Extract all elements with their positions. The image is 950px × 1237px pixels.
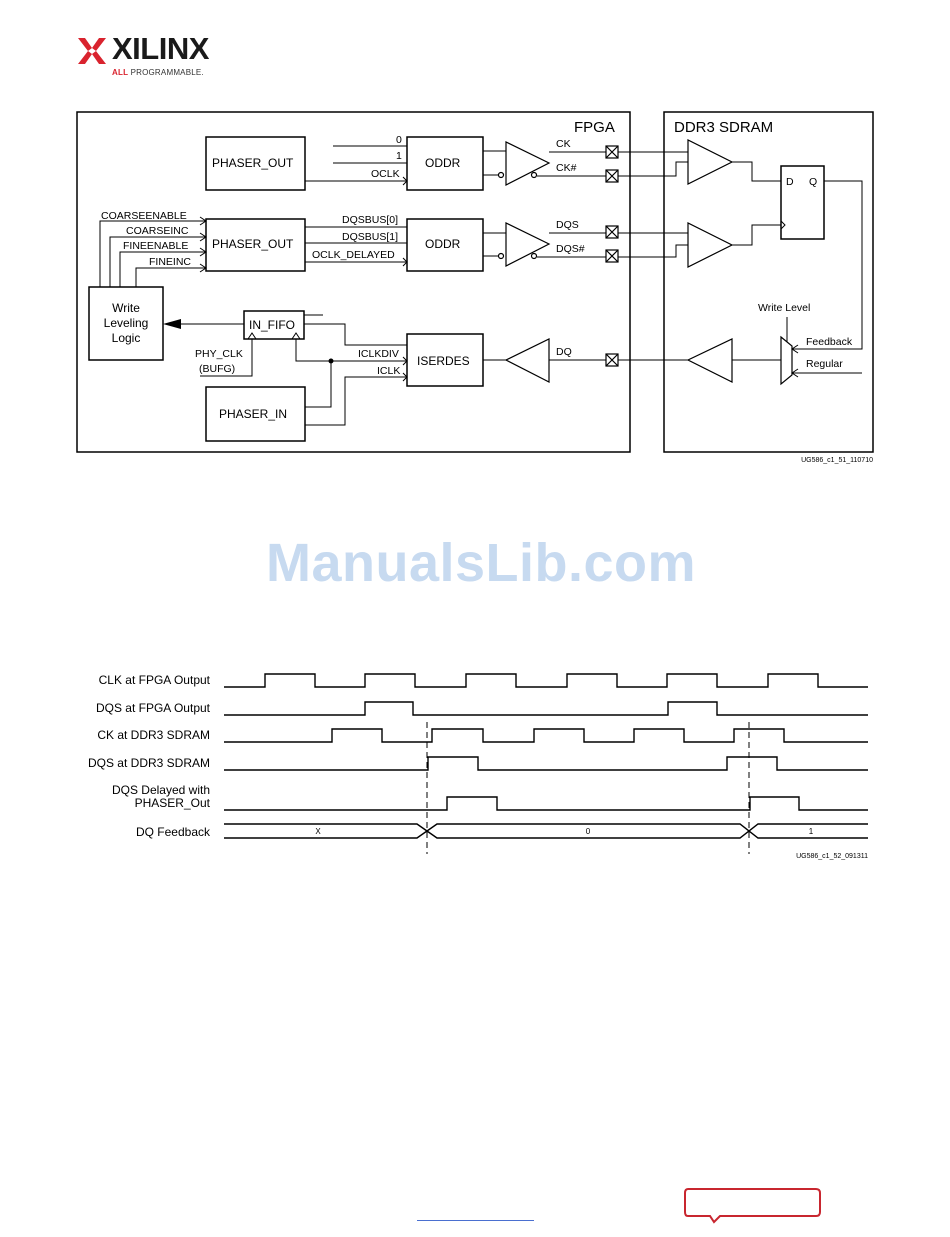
phaser-out-block-2 — [205, 218, 306, 272]
regular-label: Regular — [806, 358, 843, 370]
phaser-in-block — [205, 386, 306, 442]
dq-label: DQ — [556, 346, 572, 358]
brand-tagline: ALL PROGRAMMABLE. — [112, 68, 204, 77]
row-label-dqs-fpga: DQS at FPGA Output — [96, 701, 211, 715]
sig-0-label: 0 — [396, 134, 402, 146]
dq-flipflop-block — [780, 165, 825, 240]
fpga-title: FPGA — [574, 119, 615, 136]
ff-d-label: D — [786, 176, 794, 188]
write-leveling-line-2: Leveling — [104, 316, 149, 330]
coarseinc-label: COARSEINC — [126, 225, 189, 237]
feedback-badge-icon[interactable] — [684, 1188, 824, 1224]
row-label-dqs-delayed-1: DQS Delayed with — [112, 783, 210, 797]
ddr3-box — [663, 111, 874, 453]
ck-label: CK — [556, 138, 571, 150]
sig-1-label: 1 — [396, 150, 402, 162]
write-leveling-block — [88, 286, 164, 361]
dqsbus1-label: DQSBUS[1] — [342, 231, 398, 243]
figure-id-1: UG586_c1_51_110710 — [801, 457, 873, 464]
bufg-label: (BUFG) — [199, 363, 235, 375]
fineinc-label: FINEINC — [149, 256, 191, 268]
bus-dq-feedback — [224, 823, 868, 839]
dqs-n-label: DQS# — [556, 243, 585, 255]
figure-id-2: UG586_c1_52_091311 — [796, 853, 868, 860]
dq-input-buffer — [504, 338, 550, 383]
phaser-out-label-1: PHASER_OUT — [212, 156, 294, 170]
ck-n-label: CK# — [556, 162, 577, 174]
ddr3-dq-driver — [686, 338, 733, 383]
ff-q-label: Q — [809, 176, 817, 188]
waveform-dqs-delayed — [224, 796, 868, 811]
oclk-label: OCLK — [371, 168, 400, 180]
ddr3-dqs-receiver — [687, 222, 734, 268]
dqs-diff-buffer — [505, 222, 551, 267]
in-fifo-label: IN_FIFO — [249, 318, 295, 332]
timing-diagram: CLK at FPGA Output DQS at FPGA Output CK… — [88, 673, 868, 860]
write-leveling-line-1: Write — [112, 301, 140, 315]
dqs-label: DQS — [556, 219, 579, 231]
ck-diff-buffer — [505, 141, 551, 186]
watermark: ManualsLib.com — [265, 533, 697, 593]
iclkdiv-label: ICLKDIV — [358, 348, 399, 360]
waveform-dqs-ddr3 — [224, 756, 868, 771]
row-label-ck-ddr3: CK at DDR3 SDRAM — [97, 728, 210, 742]
row-label-dqs-ddr3: DQS at DDR3 SDRAM — [88, 756, 210, 770]
phy-clk-label: PHY_CLK — [195, 348, 243, 360]
dqsbus0-label: DQSBUS[0] — [342, 214, 398, 226]
bus-value-x: X — [315, 827, 321, 836]
brand-name: XILINX — [112, 31, 209, 66]
waveform-dqs-fpga — [224, 701, 868, 716]
oclk-delayed-label: OCLK_DELAYED — [312, 249, 395, 261]
iserdes-label: ISERDES — [417, 354, 470, 368]
fineenable-label: FINEENABLE — [123, 240, 188, 252]
iclk-label: ICLK — [377, 365, 400, 377]
waveform-clk-fpga — [224, 673, 868, 688]
feedback-mux — [780, 335, 793, 386]
footer-link-underline[interactable] — [417, 1220, 534, 1221]
write-leveling-line-3: Logic — [112, 331, 141, 345]
feedback-label: Feedback — [806, 336, 853, 348]
write-leveling-block-diagram: FPGA DDR3 SDRAM PHASER_OUT ODDR PHASER_O… — [76, 111, 874, 464]
row-label-dq-feedback: DQ Feedback — [136, 825, 211, 839]
bus-value-0: 0 — [586, 827, 591, 836]
bus-value-1: 1 — [809, 827, 814, 836]
ddr3-ck-receiver — [687, 139, 734, 185]
phaser-out-block-1 — [205, 136, 306, 191]
oddr-label-1: ODDR — [425, 156, 461, 170]
waveform-ck-ddr3 — [224, 728, 868, 743]
row-label-clk-fpga: CLK at FPGA Output — [99, 673, 211, 687]
in-fifo-block — [243, 310, 305, 340]
row-label-dqs-delayed-2: PHASER_Out — [135, 796, 211, 810]
write-level-label: Write Level — [758, 302, 810, 314]
ddr3-title: DDR3 SDRAM — [674, 119, 773, 136]
oddr-label-2: ODDR — [425, 237, 461, 251]
coarseenable-label: COARSEENABLE — [101, 210, 187, 222]
fpga-box — [76, 111, 631, 453]
oddr-block-2 — [406, 218, 484, 272]
phaser-out-label-2: PHASER_OUT — [212, 237, 294, 251]
phaser-in-label: PHASER_IN — [219, 407, 287, 421]
xilinx-logo-icon — [78, 38, 106, 64]
